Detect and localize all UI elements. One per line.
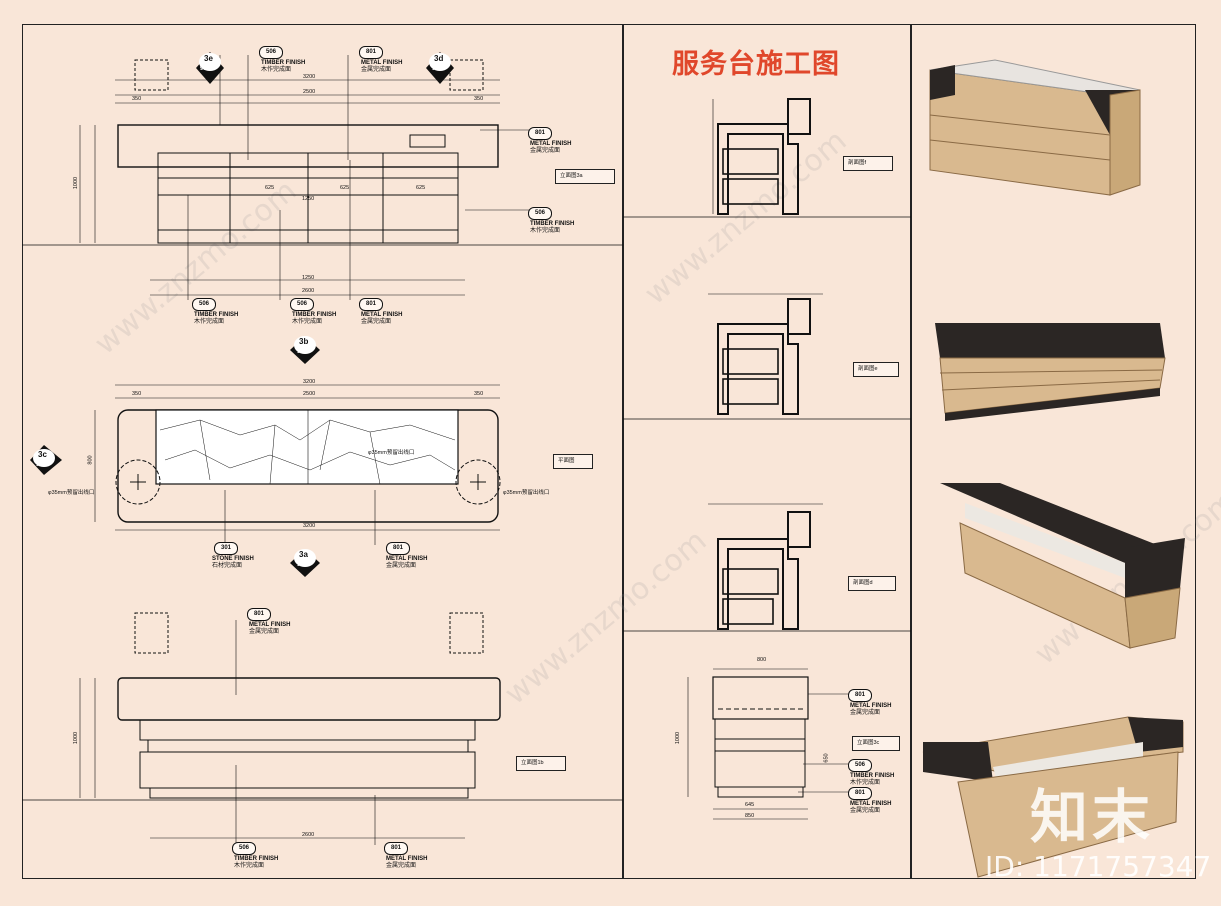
dim-height: 1000 <box>73 176 80 190</box>
view-tag: 平面图 <box>553 454 593 469</box>
section-mark-3d: 3d <box>434 54 444 63</box>
section-ref-3b: 9.22 <box>297 349 309 355</box>
section-ref-3d: 9.22 <box>432 66 444 72</box>
section-ref-3a: 9.22 <box>297 562 309 568</box>
dim-side: 350 <box>474 96 484 102</box>
view-tag: 立面图3a <box>555 169 615 184</box>
material-code-badge: 801 <box>359 46 383 59</box>
dim-side: 350 <box>132 391 142 397</box>
left-drawings <box>22 52 623 845</box>
material-code-badge: 801 <box>359 298 383 311</box>
section-mark-3b: 3b <box>299 337 309 346</box>
dim-total: 3200 <box>303 523 316 529</box>
hole-note: φ35mm预留出线口 <box>368 450 415 456</box>
view-tag: 立面图3c <box>852 736 900 751</box>
dim-depth: 800 <box>87 455 94 465</box>
section-ref-3c: 9.22 <box>36 462 48 468</box>
dim-module: 625 <box>340 185 350 191</box>
material-code-badge: 801 <box>848 787 872 800</box>
render-view-1 <box>929 59 1141 196</box>
dim-total: 3200 <box>303 379 316 385</box>
middle-drawings <box>623 98 911 820</box>
dim-total: 3200 <box>303 74 316 80</box>
sheet-title: 服务台施工图 <box>672 49 840 80</box>
dim-inner: 1250 <box>302 275 315 281</box>
dim-side: 350 <box>474 391 484 397</box>
dim-650: 650 <box>823 753 830 763</box>
dim-lower: 2600 <box>302 288 315 294</box>
material-code-badge: 506 <box>290 298 314 311</box>
material-code-badge: 801 <box>386 542 410 555</box>
left-panel-frame <box>22 24 623 879</box>
dim-height: 1000 <box>675 731 682 745</box>
material-code-badge: 801 <box>848 689 872 702</box>
hole-note: φ35mm预留出线口 <box>503 490 550 496</box>
material-code-badge: 801 <box>528 127 552 140</box>
render-view-2 <box>935 323 1166 421</box>
section-mark-3e: 3e <box>204 54 213 63</box>
asset-id: ID: 1171757347 <box>985 850 1212 883</box>
dim-module: 625 <box>416 185 426 191</box>
material-code-badge: 801 <box>247 608 271 621</box>
middle-panel-frame <box>623 24 911 879</box>
dim-850: 850 <box>745 813 755 819</box>
section-mark-3a: 3a <box>299 550 308 559</box>
section-mark-3c: 3c <box>38 450 47 459</box>
view-tag: 立面图1b <box>516 756 566 771</box>
brand-logo: 知末 <box>1030 783 1155 851</box>
material-code-badge: 506 <box>848 759 872 772</box>
dim-middle: 2500 <box>303 391 316 397</box>
dim-side: 350 <box>132 96 142 102</box>
view-tag: 剖面图e <box>853 362 899 377</box>
view-tag: 剖面图d <box>848 576 896 591</box>
view-tag: 剖面图f <box>843 156 893 171</box>
material-code-badge: 801 <box>384 842 408 855</box>
render-view-3 <box>940 483 1185 649</box>
dim-645: 645 <box>745 802 755 808</box>
dim-inner: 1250 <box>302 196 315 202</box>
hole-note: φ35mm预留出线口 <box>48 490 95 496</box>
material-code-badge: 506 <box>192 298 216 311</box>
dim-lower: 2600 <box>302 832 315 838</box>
material-code-badge: 506 <box>232 842 256 855</box>
material-code-badge: 506 <box>528 207 552 220</box>
material-code-badge: 506 <box>259 46 283 59</box>
dim-depth: 800 <box>757 657 767 663</box>
render-view-4 <box>922 716 1184 878</box>
material-code-badge: 301 <box>214 542 238 555</box>
dim-height: 1000 <box>73 731 80 745</box>
section-ref-3e: 9.22e <box>200 66 216 72</box>
right-panel-frame <box>911 24 1196 879</box>
dim-middle: 2500 <box>303 89 316 95</box>
dim-module: 625 <box>265 185 275 191</box>
